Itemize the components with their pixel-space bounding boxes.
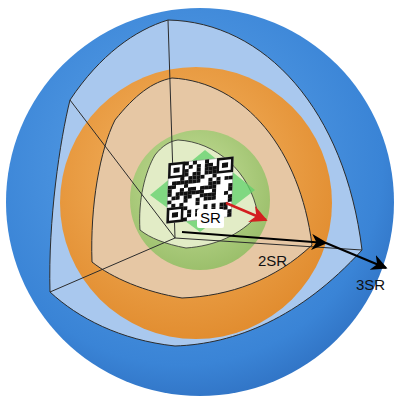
middle-sphere: [60, 67, 332, 339]
radius-arrow-sr: [226, 203, 266, 220]
middle-cut-face: [92, 78, 312, 298]
qr-highlight: [150, 150, 255, 232]
radius-label: SR: [197, 209, 224, 228]
inner-sphere: [130, 130, 270, 270]
radius-label: 2SR: [258, 253, 287, 270]
outer-sphere: [6, 8, 394, 396]
radius-arrow-3sr: [326, 243, 386, 268]
outer-cut-face: [50, 20, 362, 346]
cut-edges: [50, 20, 362, 292]
radius-label: 3SR: [356, 277, 385, 294]
inner-cut-face: [140, 140, 258, 248]
radius-arrow-2sr: [182, 232, 326, 243]
